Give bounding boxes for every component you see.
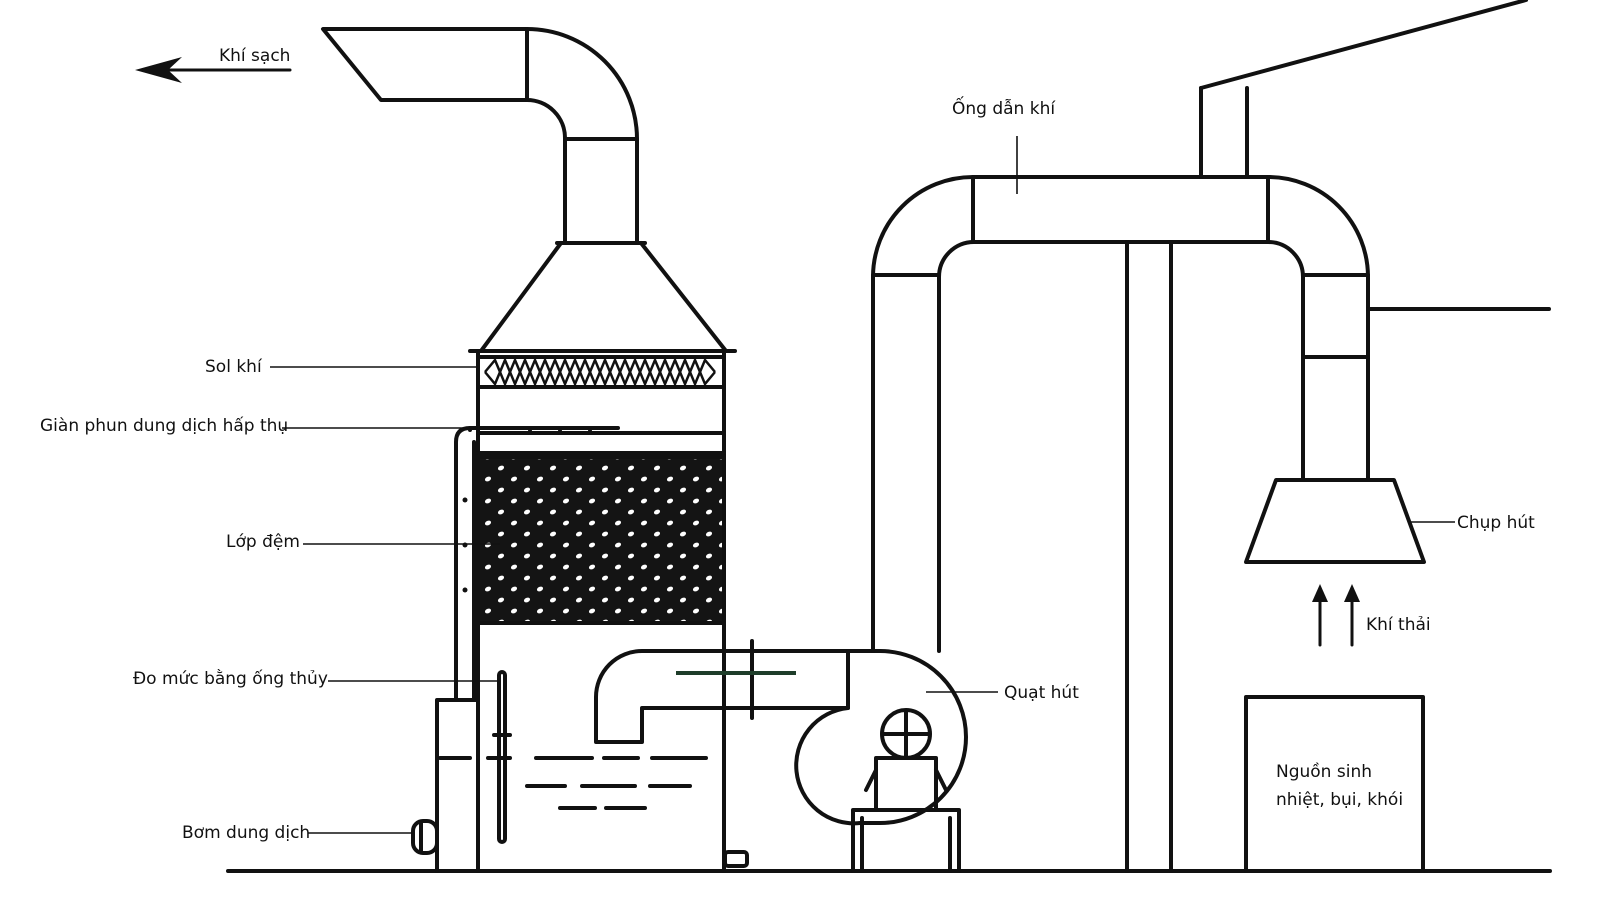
level-gauge-tube	[497, 670, 507, 844]
packing-layer	[476, 455, 726, 625]
label-air-duct: Ống dẫn khí	[952, 95, 1056, 119]
demister-layer	[476, 355, 726, 389]
air-duct	[871, 175, 1370, 653]
pump-motor	[411, 819, 439, 855]
absorption-tower	[321, 27, 749, 873]
building-structure	[1125, 0, 1551, 873]
fan-base	[851, 808, 961, 873]
label-aerosol: Sol khí	[205, 357, 263, 377]
label-source-line2: nhiệt, bụi, khói	[1276, 790, 1403, 810]
label-suction-fan: Quạt hút	[1004, 683, 1079, 703]
label-exhaust-gas: Khí thải	[1366, 615, 1431, 635]
label-clean-air: Khí sạch	[219, 46, 290, 66]
label-spray-rack: Giàn phun dung dịch hấp thụ	[40, 415, 288, 436]
label-solution-pump: Bơm dung dịch	[182, 823, 310, 843]
label-packing-layer: Lớp đệm	[226, 532, 300, 552]
spray-nozzle-bar	[468, 426, 620, 432]
label-source-line1: Nguồn sinh	[1276, 761, 1372, 782]
tower-inlet-duct	[594, 639, 850, 744]
clean-air-arrow	[135, 57, 292, 83]
suction-hood	[1244, 478, 1426, 564]
exhaust-arrows	[1312, 584, 1360, 647]
emission-source-box	[1244, 695, 1425, 873]
pump-housing	[435, 698, 480, 873]
leader-lines	[270, 136, 1455, 834]
suction-fan	[794, 649, 968, 873]
label-level-gauge: Đo mức bằng ống thủy	[133, 668, 328, 689]
label-suction-hood: Chụp hút	[1457, 513, 1535, 533]
